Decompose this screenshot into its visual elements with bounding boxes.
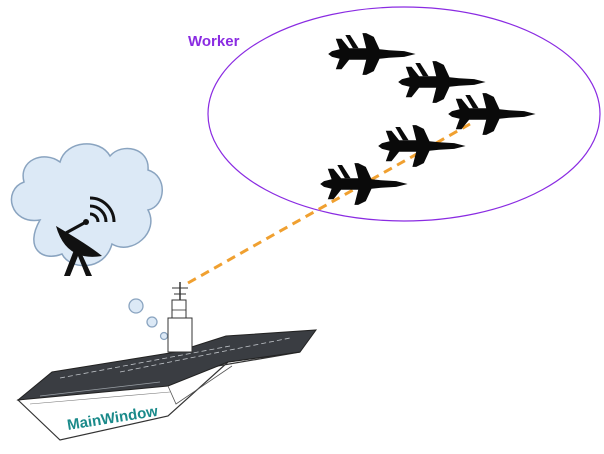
fighter-jet-icon: [448, 93, 536, 135]
fighter-jet-icon: [320, 163, 408, 205]
signal-line: [187, 122, 471, 285]
satellite-dish-icon: [56, 196, 116, 276]
fighter-jet-icon: [328, 33, 416, 75]
fighter-jet-icon: [378, 125, 466, 167]
aircraft-carrier-icon: [16, 282, 318, 441]
jet-formation: [320, 33, 536, 205]
worker-label: Worker: [188, 33, 240, 50]
fighter-jet-icon: [398, 61, 486, 103]
worker-boundary: [207, 6, 601, 222]
thought-cloud-icon: [10, 143, 169, 341]
